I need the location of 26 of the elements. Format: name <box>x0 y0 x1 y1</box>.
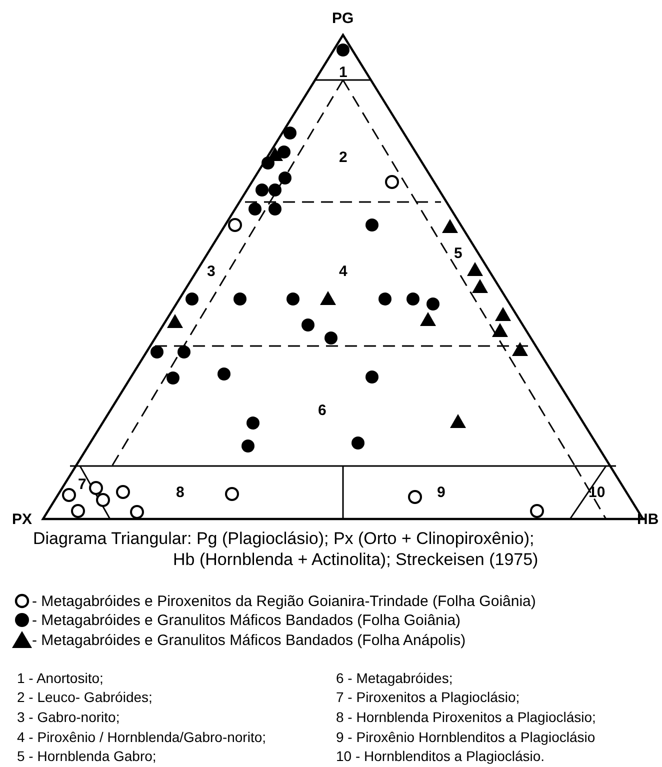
field-number: 6 <box>318 402 326 418</box>
caption: Diagrama Triangular: Pg (Plagioclásio); Px (Orto + Clinopiroxênio); Hb (Hornblenda + Actinolita); Streckeisen (1975) <box>33 528 540 570</box>
legend-text: 2 - Leuco- Gabróides; <box>17 690 152 704</box>
legend-text: 4 - Piroxênio / Hornblenda/Gabro-norito; <box>17 730 266 744</box>
field-number: 9 <box>437 484 446 500</box>
field-number: 1 <box>339 64 348 80</box>
legend-text: 1 - Anortosito; <box>17 671 104 685</box>
legend-text: - Metagabróides e Granulitos Máficos Bandados (Folha Anápolis) <box>32 632 466 648</box>
legend-text: 10 - Hornblenditos a Plagioclásio. <box>336 749 545 763</box>
legend-text: - Metagabróides e Piroxenitos da Região Goianira-Trindade (Folha Goiânia) <box>32 594 536 608</box>
field-number: 4 <box>339 264 348 278</box>
legend-text: 7 - Piroxenitos a Plagioclásio; <box>336 690 520 704</box>
field-number: 8 <box>176 484 184 500</box>
field-number: 3 <box>207 264 216 278</box>
legend-text: - Metagabróides e Granulitos Máficos Bandados (Folha Goiânia) <box>32 612 461 628</box>
legend-text: 8 - Hornblenda Piroxenitos a Plagioclásio; <box>336 710 596 724</box>
vertex-label: PX <box>12 512 32 526</box>
field-number: 10 <box>588 484 606 500</box>
legend-text: 5 - Hornblenda Gabro; <box>17 749 156 763</box>
field-number: 7 <box>78 476 86 492</box>
legend-text: 6 - Metagabróides; <box>336 671 453 685</box>
field-number: 2 <box>339 150 348 164</box>
field-number: 5 <box>454 246 462 260</box>
vertex-label: PG <box>332 10 354 26</box>
legend-text: 3 - Gabro-norito; <box>17 710 120 724</box>
legend-text: 9 - Piroxênio Hornblenditos a Plagioclásio <box>336 730 596 744</box>
